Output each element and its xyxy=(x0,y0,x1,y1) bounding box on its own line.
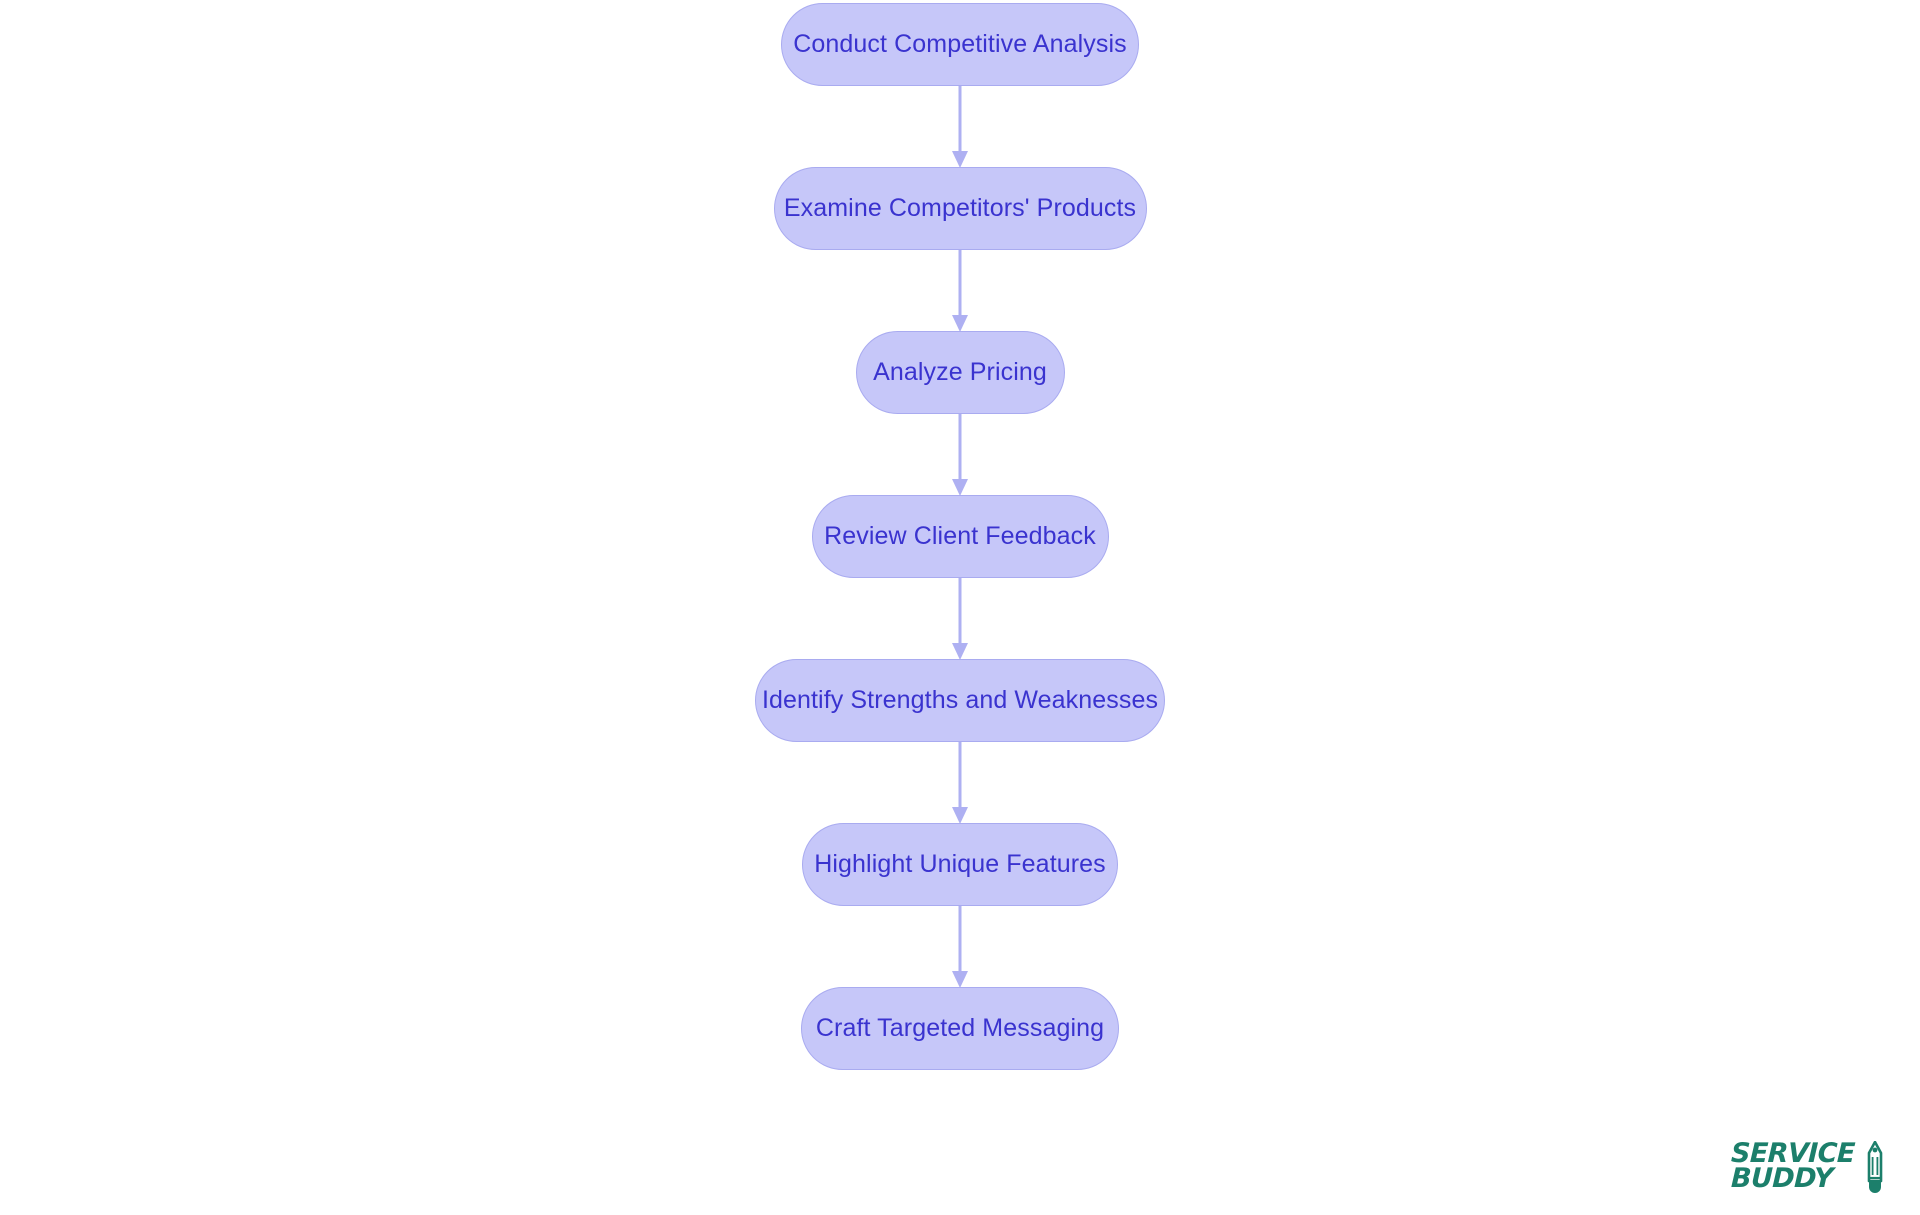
connector-line xyxy=(958,248,962,315)
flow-node-craft-targeted-messaging[interactable]: Craft Targeted Messaging xyxy=(801,987,1119,1070)
arrowhead-icon xyxy=(952,643,968,660)
pencil-icon xyxy=(1867,1141,1883,1193)
arrowhead-icon xyxy=(952,971,968,988)
flowchart-node-column: Conduct Competitive Analysis Examine Com… xyxy=(0,3,1920,1070)
connector-line xyxy=(958,576,962,643)
brand-logo: SERVICE BUDDY xyxy=(1730,1138,1886,1194)
connector-line xyxy=(958,84,962,151)
arrowhead-icon xyxy=(952,479,968,496)
flow-connector-arrow xyxy=(950,576,970,660)
flow-node-label: Analyze Pricing xyxy=(873,358,1047,386)
arrowhead-icon xyxy=(952,315,968,332)
flow-node-label: Examine Competitors' Products xyxy=(783,194,1137,222)
flow-connector-arrow xyxy=(950,84,970,168)
brand-wordmark-line-2: BUDDY xyxy=(1730,1163,1834,1194)
flow-node-label: Identify Strengths and Weaknesses xyxy=(761,686,1159,714)
brand-wordmark: SERVICE BUDDY xyxy=(1730,1138,1856,1194)
flow-node-identify-strengths-and-weaknesses[interactable]: Identify Strengths and Weaknesses xyxy=(755,659,1165,742)
flow-connector-arrow xyxy=(950,248,970,332)
connector-line xyxy=(958,904,962,971)
arrowhead-icon xyxy=(952,151,968,168)
flow-connector-arrow xyxy=(950,740,970,824)
flow-connector-arrow xyxy=(950,412,970,496)
arrowhead-icon xyxy=(952,807,968,824)
flow-node-highlight-unique-features[interactable]: Highlight Unique Features xyxy=(802,823,1118,906)
flow-node-analyze-pricing[interactable]: Analyze Pricing xyxy=(855,331,1065,414)
connector-line xyxy=(958,740,962,807)
flow-node-examine-competitors-products[interactable]: Examine Competitors' Products xyxy=(773,167,1147,250)
flow-node-label: Craft Targeted Messaging xyxy=(815,1014,1105,1042)
flow-node-label: Conduct Competitive Analysis xyxy=(793,30,1127,58)
flow-node-review-client-feedback[interactable]: Review Client Feedback xyxy=(811,495,1109,578)
flow-connector-arrow xyxy=(950,904,970,988)
flow-node-label: Highlight Unique Features xyxy=(814,850,1106,878)
flow-node-label: Review Client Feedback xyxy=(824,522,1096,550)
flow-node-conduct-competitive-analysis[interactable]: Conduct Competitive Analysis xyxy=(781,3,1139,86)
connector-line xyxy=(958,412,962,479)
